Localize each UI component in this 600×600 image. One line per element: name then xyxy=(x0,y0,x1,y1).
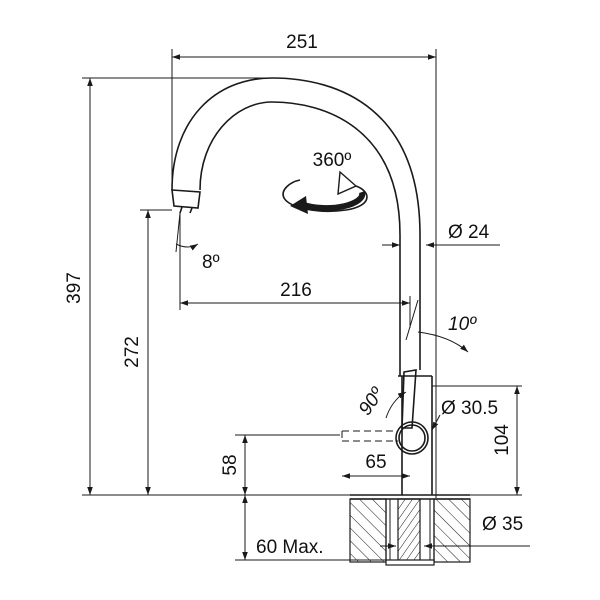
sink-deck-section xyxy=(349,498,471,566)
label-deck-thickness: 60 Max. xyxy=(256,537,324,558)
deck-left-hatch xyxy=(349,498,387,563)
label-total-width: 251 xyxy=(286,32,318,53)
label-handle-tilt: 10º xyxy=(448,314,477,335)
label-spout-tilt: 8º xyxy=(202,252,220,273)
faucet-body xyxy=(171,77,470,500)
label-rotation: 360º xyxy=(313,150,352,171)
handle-lever xyxy=(401,369,417,429)
label-spout-reach: 216 xyxy=(280,280,312,301)
label-pipe-diameter: Ø 24 xyxy=(448,222,490,243)
label-body-height: 104 xyxy=(492,424,513,456)
spout-outer-curve xyxy=(171,77,421,236)
label-hole-diameter: Ø 35 xyxy=(482,514,523,535)
label-lever-height: 58 xyxy=(220,454,241,475)
label-total-height: 397 xyxy=(64,272,85,304)
aerator xyxy=(171,189,201,209)
dimension-labels: 251 397 272 216 360º Ø 24 8º 10º 90º Ø 3… xyxy=(64,32,523,558)
arc-spout-tilt xyxy=(175,243,199,251)
label-lever-length: 65 xyxy=(365,452,386,473)
dimension-lines xyxy=(87,54,530,560)
handle-knob xyxy=(395,421,429,455)
handle-swing-dashed xyxy=(341,430,398,442)
body-diameter-leader xyxy=(431,414,441,431)
deck-right-hatch xyxy=(433,498,471,563)
mounting-shank xyxy=(397,498,421,563)
label-body-diameter: Ø 30.5 xyxy=(441,398,498,419)
label-handle-swing: 90º xyxy=(355,383,389,419)
arc-handle-swing xyxy=(385,391,407,419)
spout-inner-curve xyxy=(199,101,401,236)
angle-arcs xyxy=(175,212,469,419)
rotation-symbol xyxy=(282,170,368,214)
arc-handle-tilt xyxy=(417,331,469,353)
label-spout-height: 272 xyxy=(122,336,143,368)
